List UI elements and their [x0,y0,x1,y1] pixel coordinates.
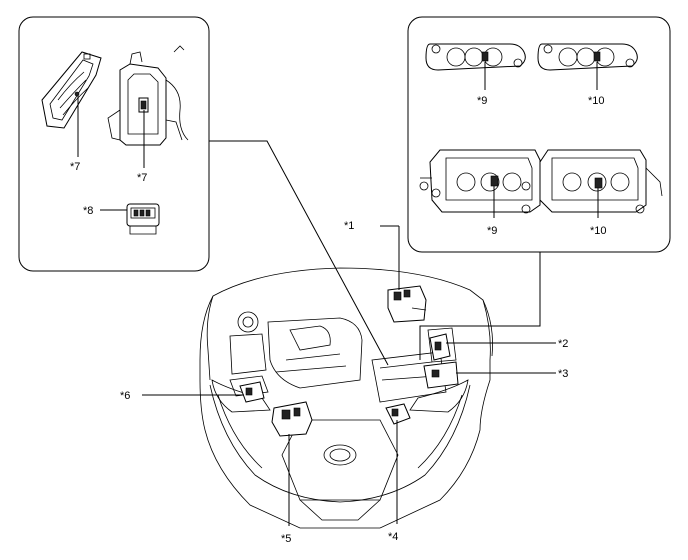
left-inset-connector-line [209,140,389,366]
callout-1: *1 [344,220,354,232]
callout-9b: *9 [487,225,497,237]
part-1-block [387,285,427,323]
connector-7-front-view [41,51,102,129]
callout-8: *8 [83,205,93,217]
connector-7-side-view [107,45,189,146]
right-inset-panel: *9 *10 *9 [407,16,671,253]
left-inset-frame [18,16,210,272]
callout-4: *4 [388,531,398,543]
callout-9a: *9 [477,95,487,107]
right-inset-frame [407,16,671,253]
block-10-bottom [521,149,663,214]
vehicle-front-outline [199,267,493,529]
part-3-block [423,361,459,389]
callout-7b: *7 [137,172,147,184]
part-5-block [271,401,313,437]
left-inset-panel: *7 *7 *8 [18,16,210,272]
callout-10a: *10 [588,95,605,107]
right-inset-connector-line [419,252,541,360]
connector-8 [126,203,160,235]
callout-2: *2 [558,338,568,350]
part-2-block [429,333,451,361]
part-4-block [385,403,411,425]
part-6-block [239,381,265,403]
callout-3: *3 [558,368,568,380]
callout-7a: *7 [70,161,80,173]
callout-6: *6 [120,390,130,402]
callout-5: *5 [281,533,291,545]
plate-9-top [425,43,526,71]
plate-10-top [537,43,638,71]
callout-10b: *10 [590,225,607,237]
block-9-bottom [419,149,541,214]
